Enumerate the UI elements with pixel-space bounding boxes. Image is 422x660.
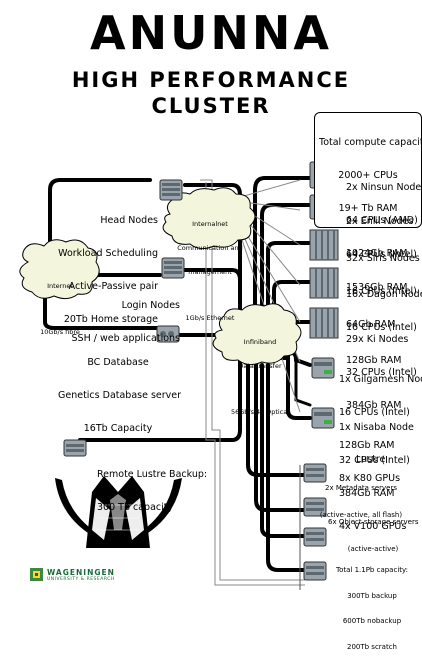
title-line-2: CLUSTER (151, 94, 271, 118)
capacity-line-1: Total compute capacity: (319, 137, 422, 148)
wur-logo-mark (30, 568, 43, 581)
link-ib-siris (266, 241, 312, 332)
remote-lustre-label: Remote Lustre Backup: 300 Tb capacity (97, 469, 208, 513)
compute-capacity-box: Total compute capacity: 2000+ CPUs 19+ T… (314, 112, 422, 228)
internalnet-cloud (162, 187, 256, 250)
node-label-enlil: 2x Enlil Nodes 64 CPUs (Intel) 1536Gb RA… (346, 216, 417, 293)
link-login-ib (180, 268, 242, 282)
eth-trunk-a (200, 179, 305, 581)
link-internet-bcdb (43, 288, 162, 330)
lustre-object-label: 6x Object storage servers (active-active… (328, 518, 419, 553)
cluster-name: ANUNNA (89, 6, 333, 60)
wur-logo-sub: UNIVERSITY & RESEARCH (47, 577, 115, 582)
node-label-nisaba: 1x Nisaba Node 32 CPUs (Intel) 384Gb RAM… (339, 422, 414, 532)
wur-logo-name: WAGENINGEN (47, 568, 115, 577)
internet-cloud (19, 239, 100, 300)
infiniband-cloud-label: Infiniband Data transfer 56Gb/s 4x Optic… (230, 338, 290, 416)
internalnet-cloud-label: Internalnet Communication and management… (177, 220, 243, 322)
title-line-1: HIGH PERFORMANCE (71, 68, 351, 92)
network-diagram (19, 176, 312, 590)
internet-cloud-label: Internet 10Gb/s fibre (40, 282, 80, 336)
lustre-total-label: Total 1.1Pb capacity: 300Tb backup 600Tb… (336, 566, 408, 651)
eth-fan-1 (229, 179, 301, 286)
capacity-line-2: 2000+ CPUs (338, 170, 398, 181)
lustre-heading: Lustre (356, 454, 386, 465)
head-nodes-label: Head Nodes Workload Scheduling Active-Pa… (58, 215, 158, 325)
anunna-emblem (55, 476, 182, 548)
link-gpu-bus (294, 358, 312, 407)
bc-database-label: BC Database Genetics Database server 16T… (58, 357, 182, 434)
capacity-line-3: 19+ Tb RAM (338, 203, 398, 214)
link-ib-lustre-oss3 (266, 363, 307, 572)
link-ib-lustre-oss2 (260, 363, 307, 538)
eth-trunk-b (205, 182, 305, 586)
link-ib-nisaba (268, 356, 312, 420)
link-backup-ib (78, 358, 242, 442)
link-ib-ninsun (253, 176, 312, 332)
node-label-ki: 29x Ki Nodes 32 CPUs (Intel) 384Gb RAM (346, 334, 417, 411)
link-ib-enlil (260, 203, 312, 332)
infiniband-cloud (212, 303, 302, 366)
node-label-siris: 32x Siris Nodes 16 CPUs (Intel) 64Gb RAM (346, 253, 420, 330)
link-ib-lustre-oss1 (254, 363, 307, 512)
node-label-ninsun: 2x Ninsun Nodes 64 CPUs (AMD) 1024Gb RAM (346, 182, 422, 259)
node-label-dagon: 16x Dagon Nodes 16 CPUs (Intel) 128Gb RA… (346, 289, 422, 366)
link-internet-head (48, 178, 152, 262)
node-label-gilgamesh: 1x Gilgamesh Node 16 CPUs (Intel) 128Gb … (339, 374, 422, 484)
login-nodes-label: Login Nodes SSH / web applications (71, 300, 180, 344)
link-ib-dagon (272, 280, 312, 332)
lustre-metadata-label: 2x Metadata servers (active-active, all … (319, 484, 403, 519)
